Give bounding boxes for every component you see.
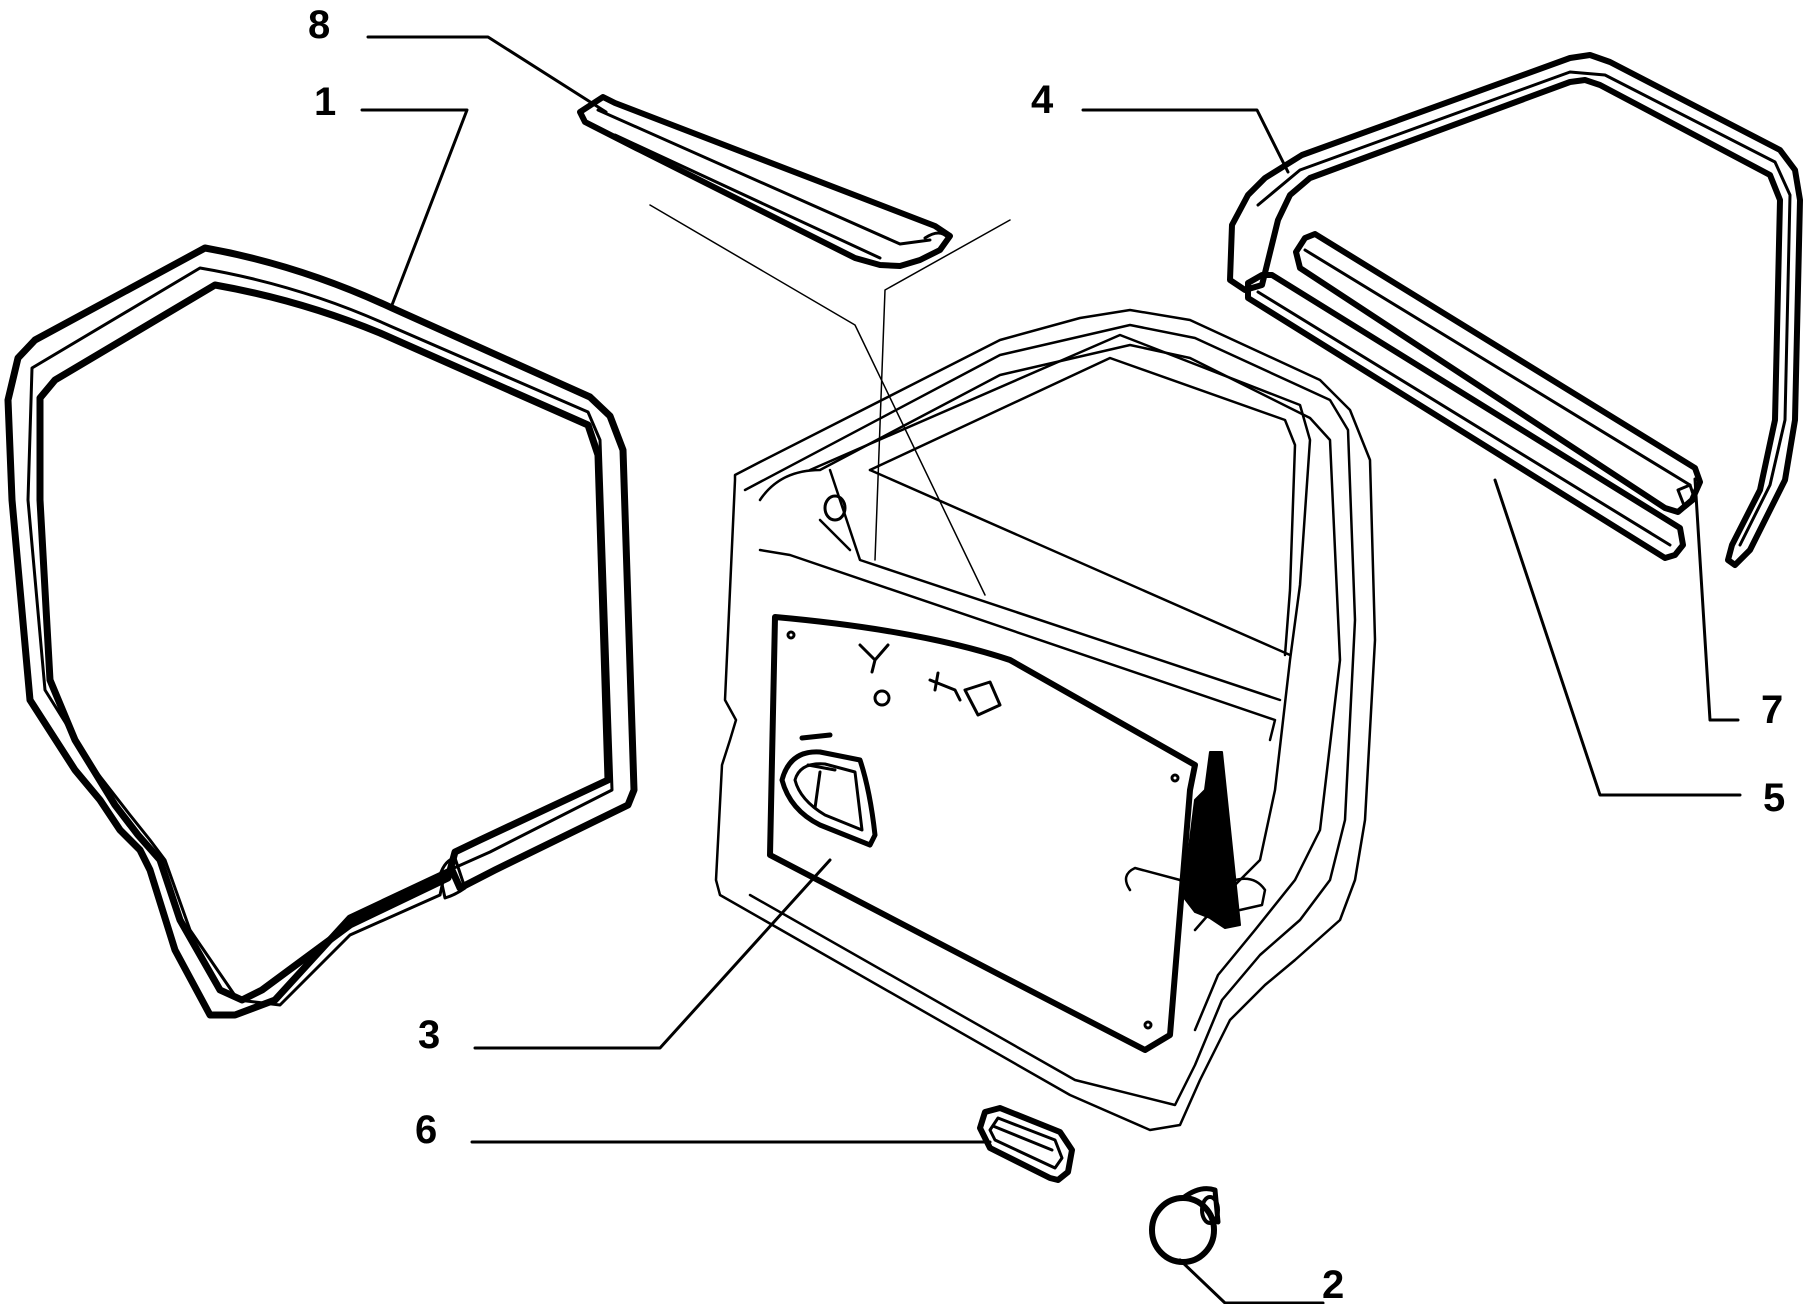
- leader-line-8: [366, 35, 608, 114]
- leader-line-2: [1178, 1258, 1325, 1305]
- part-2-clip: [1152, 1189, 1218, 1262]
- callout-4: 4: [1031, 78, 1054, 122]
- leader-line-3: [473, 858, 832, 1050]
- callout-2: 2: [1322, 1263, 1345, 1307]
- part-4-window-channel: [1230, 55, 1800, 565]
- callout-8: 8: [308, 3, 331, 47]
- assembly-line-8: [649, 204, 986, 596]
- part-7-belt-moulding: [1296, 234, 1700, 512]
- leader-line-4: [1081, 108, 1290, 174]
- part-8-trim-strip: [580, 97, 950, 266]
- leader-line-1: [360, 108, 469, 307]
- assembly-line-8b: [874, 219, 1011, 561]
- callout-7: 7: [1761, 688, 1784, 732]
- leader-lines: [360, 35, 1742, 1305]
- part-6-grommet: [980, 1108, 1072, 1180]
- part-1-door-seal: [8, 248, 634, 1015]
- callout-5: 5: [1763, 776, 1786, 820]
- part-3-door-panel: [716, 310, 1375, 1130]
- leader-line-5: [1493, 478, 1742, 797]
- part-5-belt-moulding: [1248, 275, 1683, 558]
- leader-line-7: [1693, 477, 1740, 722]
- assembly-lines: [649, 204, 1011, 596]
- callout-6: 6: [415, 1108, 438, 1152]
- callout-3: 3: [418, 1013, 441, 1057]
- callout-1: 1: [314, 80, 337, 124]
